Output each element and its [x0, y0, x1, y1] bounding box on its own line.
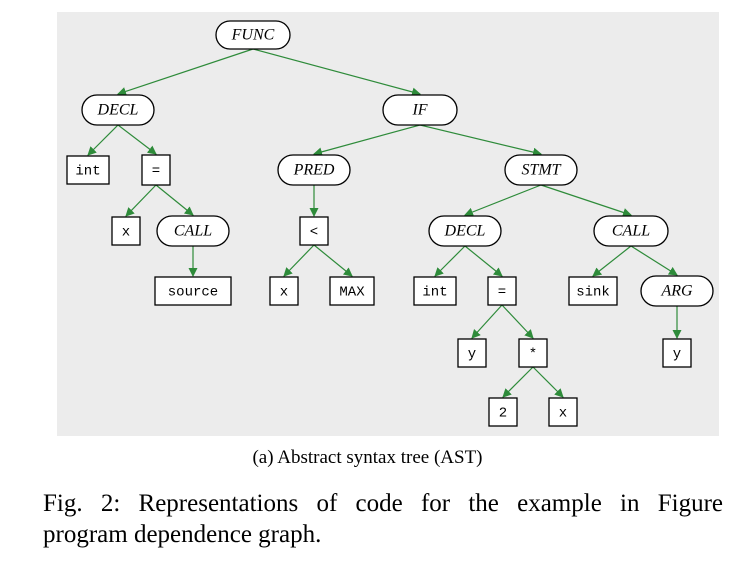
edge-eq1-to-x1 [125, 184, 157, 217]
node-pred: PRED [277, 154, 351, 186]
node-x1-label: x [122, 225, 130, 241]
edge-decl1-to-eq1 [117, 124, 157, 155]
edge-lt-to-x2 [283, 244, 315, 277]
node-x2-label: x [280, 285, 288, 301]
node-call1: CALL [156, 215, 230, 247]
node-mul-shape [518, 338, 548, 368]
edge-eq2-to-y1 [471, 304, 503, 339]
edge-func-to-decl1 [117, 48, 254, 96]
node-x2: x [269, 276, 299, 306]
node-stmt-shape [504, 154, 578, 186]
node-decl2-shape [428, 215, 502, 247]
node-int1-shape [66, 155, 110, 185]
node-max-shape [329, 276, 375, 306]
node-func: FUNC [215, 20, 291, 50]
node-call2-shape [593, 215, 669, 247]
node-y2-shape [662, 338, 692, 368]
node-decl1-shape [81, 94, 155, 126]
node-func-shape [215, 20, 291, 50]
caption-line-2: program dependence graph. [43, 521, 322, 548]
node-y1-label: y [468, 347, 476, 363]
node-lt-label: < [310, 225, 318, 241]
edge-eq2-to-mul [501, 304, 534, 339]
node-decl1: DECL [81, 94, 155, 126]
edge-call2-to-arg [630, 245, 678, 276]
node-pred-label: PRED [293, 162, 335, 179]
node-arg-shape [640, 275, 714, 307]
node-eq2-label: = [498, 285, 506, 301]
node-two: 2 [488, 397, 518, 427]
edge-call2-to-sink [592, 245, 632, 277]
node-max: MAX [329, 276, 375, 306]
node-x3-label: x [559, 406, 567, 422]
node-sink: sink [568, 276, 618, 306]
edge-decl2-to-int2 [434, 245, 466, 277]
edge-if-to-pred [313, 124, 421, 157]
node-call2-label: CALL [612, 223, 650, 240]
edge-mul-to-x3 [532, 366, 564, 398]
edge-stmt-to-call2 [540, 184, 632, 217]
node-x3-shape [548, 397, 578, 427]
edge-mul-to-two [502, 366, 534, 398]
edge-if-to-stmt [419, 124, 542, 157]
node-int1-label: int [75, 164, 100, 180]
node-call2: CALL [593, 215, 669, 247]
caption-line-1: Fig. 2: Representations of code for the … [43, 490, 723, 517]
node-sink-label: sink [576, 285, 610, 301]
node-call1-shape [156, 215, 230, 247]
node-x1: x [111, 216, 141, 246]
node-eq2: = [487, 276, 517, 306]
node-arg-label: ARG [660, 283, 693, 300]
node-func-label: FUNC [231, 27, 275, 44]
node-y2: y [662, 338, 692, 368]
node-two-shape [488, 397, 518, 427]
edge-decl2-to-eq2 [464, 245, 503, 277]
node-int2-label: int [422, 285, 447, 301]
node-stmt: STMT [504, 154, 578, 186]
node-decl2-label: DECL [444, 223, 486, 240]
node-source-shape [154, 276, 232, 306]
node-x1-shape [111, 216, 141, 246]
node-int2: int [413, 276, 457, 306]
ast-diagram: FUNC DECL IF int = PRED STMT x CALL < DECL CALL sour… [57, 12, 719, 436]
node-lt-shape [299, 216, 329, 246]
node-eq1: = [141, 154, 171, 186]
node-max-label: MAX [339, 285, 365, 301]
node-call1-label: CALL [174, 223, 212, 240]
node-x3: x [548, 397, 578, 427]
edge-decl1-to-int1 [87, 124, 119, 156]
node-if: IF [382, 94, 458, 126]
node-arg: ARG [640, 275, 714, 307]
nodes-layer: FUNC DECL IF int = PRED STMT x CALL < DECL CALL sour… [66, 20, 714, 427]
node-mul: * [518, 338, 548, 368]
figure-caption: Fig. 2: Representations of code for the … [43, 488, 723, 550]
subcaption: (a) Abstract syntax tree (AST) [252, 447, 483, 468]
edge-eq1-to-call1 [155, 184, 194, 216]
node-if-label: IF [411, 102, 427, 119]
node-decl2: DECL [428, 215, 502, 247]
node-y1-shape [457, 338, 487, 368]
node-decl1-label: DECL [97, 102, 139, 119]
edge-func-to-if [252, 48, 421, 97]
edges-layer [87, 48, 682, 398]
node-eq1-shape [141, 154, 171, 186]
node-pred-shape [277, 154, 351, 186]
node-eq2-shape [487, 276, 517, 306]
node-sink-shape [568, 276, 618, 306]
node-source: source [154, 276, 232, 306]
edge-lt-to-max [313, 244, 353, 277]
node-if-shape [382, 94, 458, 126]
node-mul-label: * [529, 347, 537, 363]
node-eq1-label: = [152, 164, 160, 180]
node-y1: y [457, 338, 487, 368]
node-lt: < [299, 216, 329, 246]
node-int1: int [66, 155, 110, 185]
node-source-label: source [168, 285, 218, 301]
node-stmt-label: STMT [521, 162, 561, 179]
edge-stmt-to-decl2 [464, 184, 542, 217]
node-int2-shape [413, 276, 457, 306]
node-x2-shape [269, 276, 299, 306]
node-y2-label: y [673, 347, 681, 363]
node-two-label: 2 [499, 406, 507, 422]
